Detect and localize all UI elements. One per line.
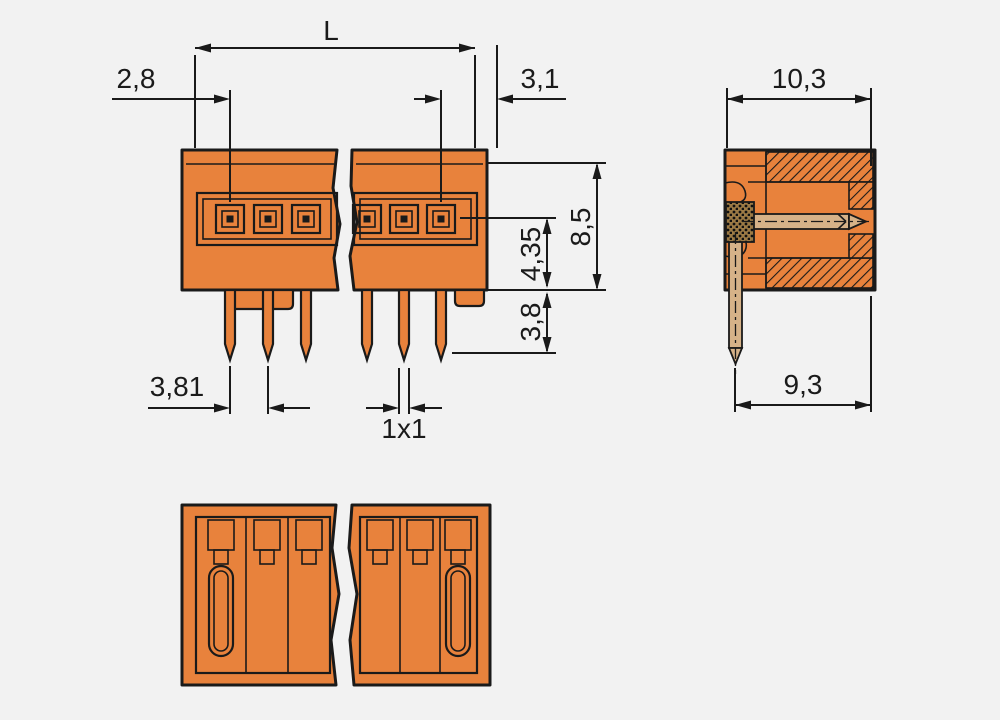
dim-label-side-depth: 9,3 xyxy=(784,369,823,400)
side-hatch-right-lower xyxy=(848,233,874,259)
front-view xyxy=(180,148,489,364)
bottom-body-right xyxy=(347,503,492,687)
dim-label-pitch: 3,81 xyxy=(150,371,205,402)
dim-label-body-height: 8,5 xyxy=(565,208,596,247)
dim-pitch: 3,81 xyxy=(148,366,310,414)
bottom-window xyxy=(253,519,281,565)
bottom-window xyxy=(444,519,472,565)
dim-right-offset: 3,1 xyxy=(414,45,566,202)
bottom-body-left xyxy=(180,503,341,687)
dim-pin-section: 1x1 xyxy=(366,368,442,444)
contact-square-4 xyxy=(351,203,383,235)
contact-strip-left xyxy=(195,191,339,247)
dim-label-side-width: 10,3 xyxy=(772,63,827,94)
bottom-inset-right xyxy=(358,515,479,675)
dim-label-axis-depth: 4,35 xyxy=(515,227,546,282)
latch-tab-right xyxy=(453,288,486,308)
solder-pin-1 xyxy=(223,288,237,364)
dim-axis-depth: 4,35 xyxy=(460,217,556,288)
dim-body-height: 8,5 xyxy=(488,162,606,291)
dim-overall-length: L xyxy=(194,15,476,148)
contact-square-2 xyxy=(252,203,284,235)
dim-label-right-offset: 3,1 xyxy=(521,63,560,94)
dim-pin-protrusion: 3,8 xyxy=(452,292,556,354)
dim-side-width: 10,3 xyxy=(726,63,872,166)
side-hatch-right-upper xyxy=(848,181,874,210)
contact-square-1 xyxy=(214,203,246,235)
solder-pin-4 xyxy=(360,288,374,364)
dim-label-overall-length: L xyxy=(323,15,339,46)
solder-pin-5 xyxy=(397,288,411,364)
side-contact-chamfer-top xyxy=(837,213,847,223)
dim-left-offset: 2,8 xyxy=(112,63,231,202)
bottom-window xyxy=(295,519,323,565)
bottom-window xyxy=(406,519,434,565)
solder-pin-2 xyxy=(261,288,275,364)
bottom-slot-right xyxy=(444,564,472,658)
dim-label-pin-protrusion: 3,8 xyxy=(515,303,546,342)
front-body-left xyxy=(180,148,342,292)
bottom-inset-left xyxy=(194,515,332,675)
latch-tab-left xyxy=(227,288,295,311)
side-hatch-top xyxy=(765,151,874,183)
dim-side-depth: 9,3 xyxy=(734,296,872,412)
solder-pin-3 xyxy=(299,288,313,364)
contact-square-3 xyxy=(290,203,322,235)
side-hatch-bottom xyxy=(765,257,874,289)
contact-strip-left-inner xyxy=(202,198,332,240)
bottom-view xyxy=(180,503,492,687)
bottom-window xyxy=(366,519,394,565)
dim-label-pin-section: 1x1 xyxy=(381,413,426,444)
bottom-slot-left xyxy=(207,564,235,658)
side-contact-chamfer-bottom xyxy=(837,220,847,230)
side-view xyxy=(723,148,877,374)
solder-pin-6 xyxy=(434,288,448,364)
bottom-window xyxy=(207,519,235,565)
contact-square-5 xyxy=(388,203,420,235)
dim-label-left-offset: 2,8 xyxy=(117,63,156,94)
contact-square-6 xyxy=(425,203,457,235)
